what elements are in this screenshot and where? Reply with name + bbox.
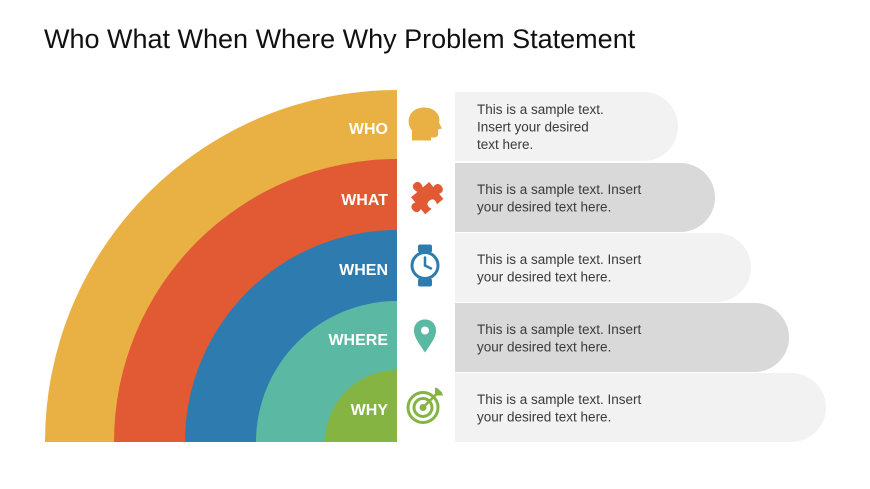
card-text-line: This is a sample text. Insert bbox=[477, 182, 642, 197]
arc-label-who: WHO bbox=[349, 121, 388, 138]
card-text-line: text here. bbox=[477, 137, 533, 152]
text-card-when bbox=[455, 233, 751, 302]
text-card-who bbox=[455, 92, 678, 161]
arc-band-why bbox=[325, 370, 397, 442]
text-card-why bbox=[455, 373, 827, 442]
arc-label-why: WHY bbox=[351, 402, 389, 419]
wristwatch-icon bbox=[410, 244, 440, 287]
arc-label-when: WHEN bbox=[339, 262, 388, 279]
card-text-line: your desired text here. bbox=[477, 269, 611, 284]
card-text-line: your desired text here. bbox=[477, 409, 611, 424]
card-text-line: your desired text here. bbox=[477, 339, 611, 354]
card-text-line: your desired text here. bbox=[477, 199, 611, 214]
card-text-line: This is a sample text. bbox=[477, 102, 604, 117]
target-arrow-icon bbox=[406, 387, 443, 424]
text-card-where bbox=[455, 303, 789, 372]
card-text-line: This is a sample text. Insert bbox=[477, 322, 642, 337]
card-text-line: This is a sample text. Insert bbox=[477, 392, 642, 407]
slide-title: Who What When Where Why Problem Statemen… bbox=[44, 24, 636, 54]
text-card-what bbox=[455, 163, 715, 232]
head-silhouette-icon bbox=[408, 107, 442, 141]
card-text-line: Insert your desired bbox=[477, 120, 589, 135]
arc-label-what: WHAT bbox=[341, 192, 388, 209]
arc-label-where: WHERE bbox=[328, 332, 388, 349]
puzzle-piece-icon bbox=[410, 181, 444, 215]
map-pin-icon bbox=[414, 319, 436, 353]
card-text-line: This is a sample text. Insert bbox=[477, 252, 642, 267]
